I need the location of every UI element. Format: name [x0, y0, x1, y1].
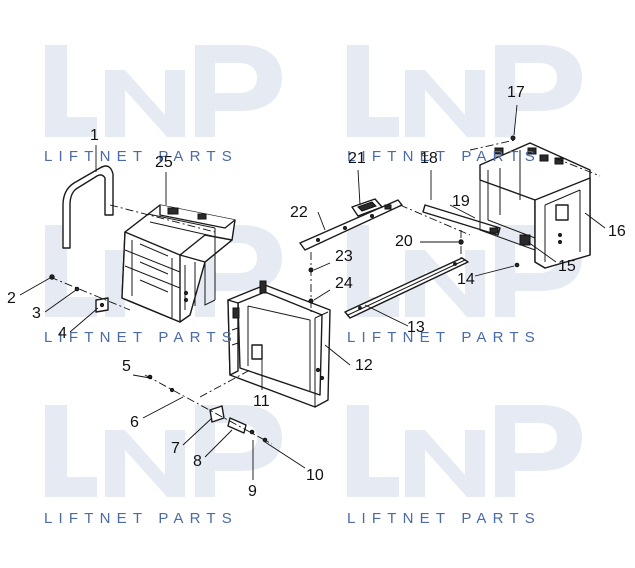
callout-15: 15	[558, 258, 576, 275]
watermark-text-top-right: LIFTNET PARTS	[347, 148, 541, 165]
callout-21: 21	[348, 150, 366, 167]
watermark-text-mid-right: LIFTNET PARTS	[347, 329, 541, 346]
part-22-plate	[299, 199, 403, 251]
parts-23-24-fasteners	[308, 252, 314, 312]
part-20-fastener	[458, 230, 464, 258]
callout-24: 24	[335, 275, 353, 292]
part-1-guard-tube	[62, 165, 114, 249]
callout-1: 1	[90, 127, 99, 144]
callout-2: 2	[7, 290, 16, 307]
callout-25: 25	[155, 154, 173, 171]
watermark-logo-top-right	[347, 45, 582, 137]
parts-5-10-fasteners	[147, 374, 268, 443]
watermark-text-top-left: LIFTNET PARTS	[44, 148, 238, 165]
callout-17: 17	[507, 84, 525, 101]
callout-11: 11	[253, 393, 270, 410]
callout-14: 14	[457, 271, 475, 288]
callout-9: 9	[248, 483, 257, 500]
leader-lines	[19, 104, 606, 480]
watermark-text-bottom-left: LIFTNET PARTS	[44, 510, 238, 527]
callout-20: 20	[395, 233, 413, 250]
callout-22: 22	[290, 204, 308, 221]
callout-23: 23	[335, 248, 353, 265]
callout-13: 13	[407, 319, 425, 336]
centerlines	[49, 139, 601, 445]
callout-18: 18	[420, 150, 438, 167]
callout-6: 6	[130, 414, 139, 431]
part-16-right-frame	[479, 142, 591, 269]
watermark-logo-bottom-right	[347, 405, 582, 497]
part-25-rear-frame	[121, 204, 236, 323]
watermark-logo-top-left	[45, 45, 282, 137]
callout-16: 16	[608, 223, 626, 240]
watermark-logo-bottom-left	[45, 405, 282, 497]
part-12-front-frame	[227, 280, 331, 408]
callout-19: 19	[452, 193, 470, 210]
part-19-rail	[422, 204, 501, 236]
part-21-cover	[351, 198, 383, 217]
callout-8: 8	[193, 453, 202, 470]
part-17-fasteners	[510, 135, 564, 268]
callout-7: 7	[171, 440, 180, 457]
part-4-bracket	[95, 297, 109, 313]
callout-4: 4	[58, 325, 67, 342]
watermark-text-mid-left: LIFTNET PARTS	[44, 329, 238, 346]
callout-5: 5	[122, 358, 131, 375]
callout-10: 10	[306, 467, 324, 484]
callout-3: 3	[32, 305, 41, 322]
watermark-text-bottom-right: LIFTNET PARTS	[347, 510, 541, 527]
callout-12: 12	[355, 357, 373, 374]
